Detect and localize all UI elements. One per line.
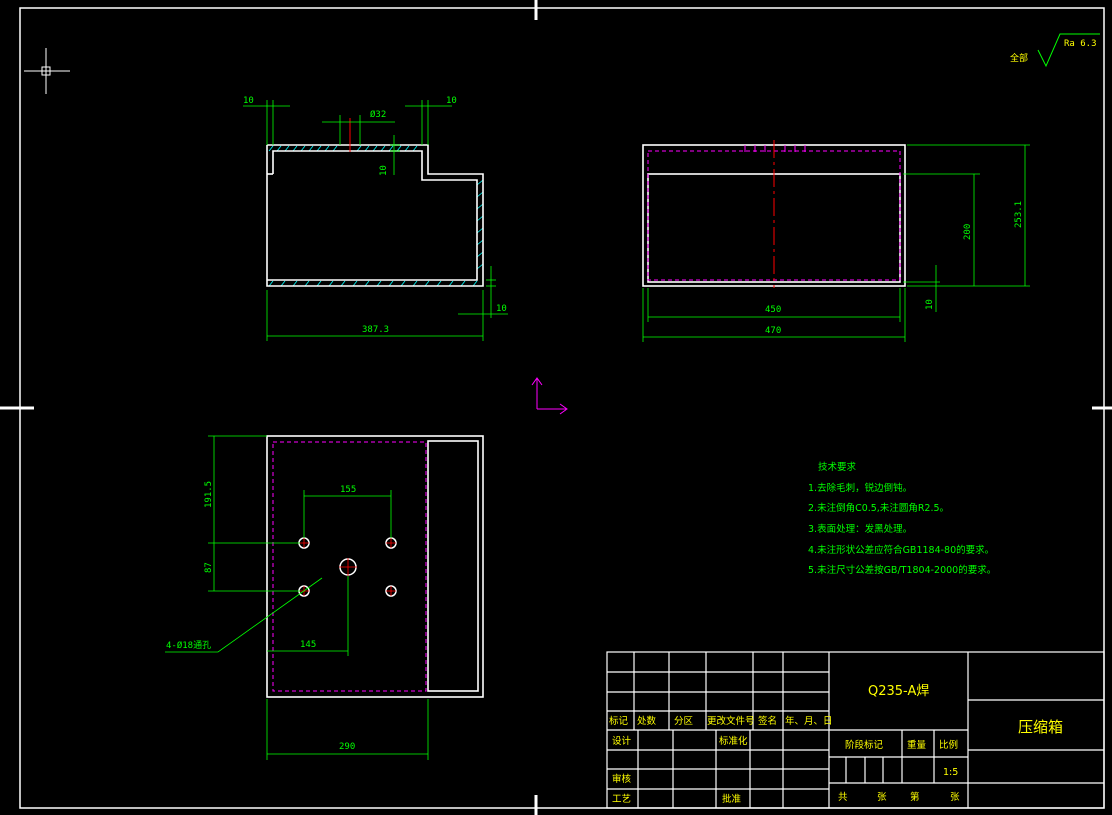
front-view-outline (266, 144, 484, 287)
top-view-holes (298, 537, 397, 597)
surface-finish-symbol: 全部 Ra 6.3 (1010, 33, 1100, 68)
dim-front-hole: Ø32 (370, 109, 386, 120)
tb-part-name: 压缩箱 (1018, 718, 1063, 736)
tb-weight-label: 重量 (907, 739, 927, 751)
tb-stage-mark-label: 阶段标记 (845, 739, 884, 751)
surface-finish-value: Ra 6.3 (1064, 39, 1097, 49)
front-view: 10 10 Ø32 10 10 387.3 (243, 96, 508, 341)
dim-top-offset: 191.5 (204, 481, 214, 508)
tb-header-signature: 签名 (758, 715, 777, 727)
tb-header-date: 年、月、日 (785, 715, 833, 727)
ucs-axis-icon (531, 377, 568, 415)
tb-header-zone: 分区 (674, 716, 694, 727)
dim-side-inner-height: 200 (963, 224, 973, 240)
top-view-hidden-edge (272, 441, 427, 692)
tb-sheet-no-label: 第 (910, 791, 920, 803)
dim-front-left-top: 10 (243, 96, 254, 106)
tech-requirement-item: 5.未注尺寸公差按GB/T1804-2000的要求。 (808, 564, 996, 576)
side-view-dimensions (642, 144, 1030, 342)
dim-front-right-top: 10 (446, 96, 457, 106)
dim-top-width: 290 (339, 742, 355, 752)
dim-side-total-height: 253.1 (1014, 201, 1024, 228)
side-view: 200 253.1 10 450 470 (642, 140, 1030, 342)
tb-header-count: 处数 (637, 715, 657, 727)
tb-standardize-label: 标准化 (719, 735, 748, 747)
cad-crosshair-icon[interactable] (24, 48, 70, 94)
tb-approve-label: 批准 (722, 793, 742, 805)
tb-review-label: 审核 (612, 773, 632, 785)
tb-sheet-of-label: 张 (950, 792, 960, 803)
hole-note: 4-Ø18通孔 (166, 640, 211, 651)
dim-front-width: 387.3 (362, 325, 389, 335)
tb-design-label: 设计 (612, 735, 632, 747)
tb-scale-value: 1:5 (943, 767, 958, 778)
top-view-outline (266, 435, 484, 698)
front-view-dimensions (243, 100, 508, 341)
top-view: 191.5 87 155 145 290 4-Ø18通孔 (165, 435, 484, 760)
tech-requirement-item: 4.未注形状公差应符合GB1184-80的要求。 (808, 544, 994, 556)
tb-sheets-label: 张 (877, 792, 887, 803)
dim-front-step: 10 (379, 165, 389, 176)
tb-header-change-doc: 更改文件号 (707, 715, 755, 727)
tech-requirements-title: 技术要求 (818, 461, 857, 473)
dim-front-bottom-right: 10 (496, 304, 507, 314)
dim-top-hole-spacing-v: 87 (204, 562, 214, 573)
title-block: 标记 处数 分区 更改文件号 签名 年、月、日 设计 标准化 审核 工艺 批准 … (606, 651, 1105, 809)
dim-side-bottom: 10 (925, 299, 935, 310)
dim-side-outer-width: 470 (765, 326, 781, 336)
dim-top-hole-spacing-h: 155 (340, 485, 356, 495)
front-view-hatching (268, 145, 484, 287)
tb-header-mark: 标记 (609, 715, 629, 727)
tb-scale-label: 比例 (939, 739, 958, 751)
tech-requirement-item: 2.未注倒角C0.5,未注圆角R2.5。 (808, 502, 949, 514)
tech-requirement-item: 3.表面处理：发黑处理。 (808, 523, 912, 535)
surface-finish-prefix: 全部 (1010, 52, 1028, 64)
side-view-hidden-ticks (744, 145, 806, 152)
tb-total-label: 共 (838, 792, 848, 803)
dim-top-center-offset: 145 (300, 640, 316, 650)
roughness-check-icon (1037, 33, 1100, 68)
top-view-dimensions (165, 435, 429, 760)
tb-material: Q235-A焊 (868, 683, 929, 699)
tech-requirements: 技术要求 1.去除毛刺，锐边倒钝。 2.未注倒角C0.5,未注圆角R2.5。 3… (808, 461, 996, 576)
dim-side-inner-width: 450 (765, 305, 781, 315)
tb-process-label: 工艺 (612, 794, 631, 805)
tech-requirement-item: 1.去除毛刺，锐边倒钝。 (808, 482, 912, 494)
